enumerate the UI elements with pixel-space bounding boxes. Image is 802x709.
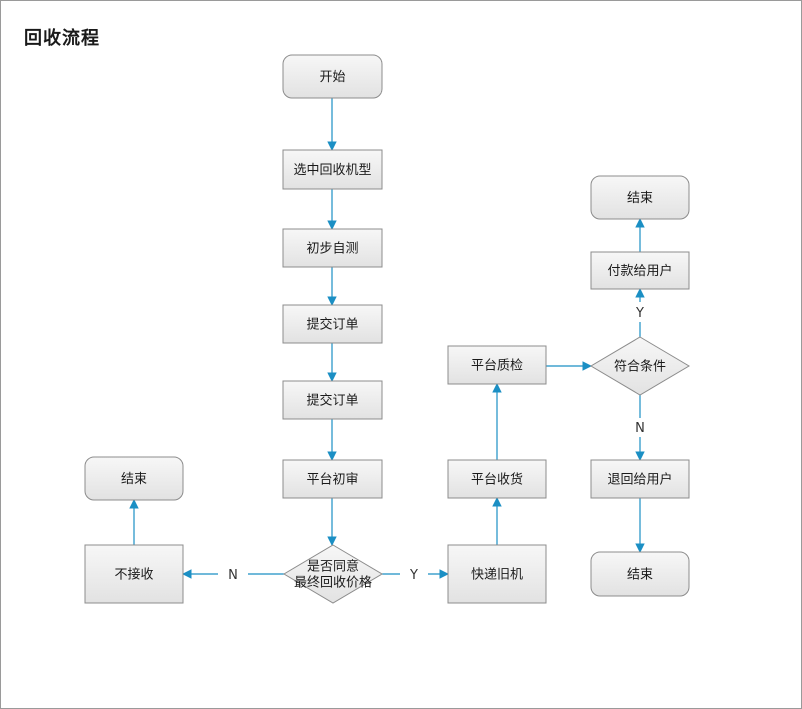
node-select-model: 选中回收机型 bbox=[282, 149, 383, 190]
edges bbox=[129, 98, 645, 579]
node-submit-order-2: 提交订单 bbox=[282, 380, 383, 420]
process-shape bbox=[447, 459, 547, 499]
node-not-accept: 不接收 bbox=[84, 544, 184, 604]
terminal-shape bbox=[590, 551, 690, 597]
node-label: 结束 bbox=[121, 472, 147, 487]
process-shape bbox=[590, 251, 690, 290]
node-label: 结束 bbox=[627, 568, 653, 583]
node-label: 符合条件 bbox=[614, 359, 666, 375]
node-return-user: 退回给用户 bbox=[590, 459, 690, 499]
node-label: 结束 bbox=[627, 191, 653, 206]
process-shape bbox=[282, 380, 383, 420]
node-pay-user: 付款给用户 bbox=[590, 251, 690, 290]
diagram-title: 回收流程 bbox=[24, 28, 100, 49]
edge-labels: N Y Y N bbox=[228, 306, 645, 583]
node-label: 平台质检 bbox=[471, 359, 523, 374]
node-label: 是否同意 bbox=[307, 559, 359, 575]
node-label: 快递旧机 bbox=[471, 568, 523, 583]
node-meets-condition: 符合条件 bbox=[590, 336, 690, 396]
node-label: 开始 bbox=[319, 70, 345, 85]
node-quality-check: 平台质检 bbox=[447, 345, 547, 385]
process-shape bbox=[282, 149, 383, 190]
edge-label-yes-up: Y bbox=[635, 306, 644, 321]
process-shape bbox=[447, 345, 547, 385]
decision-shape bbox=[283, 544, 383, 604]
edge-label-yes-right: Y bbox=[409, 568, 418, 583]
process-shape bbox=[447, 544, 547, 604]
node-label: 平台初审 bbox=[306, 473, 358, 488]
process-shape bbox=[282, 459, 383, 499]
node-label: 选中回收机型 bbox=[293, 163, 371, 178]
node-label: 付款给用户 bbox=[607, 263, 672, 279]
node-label: 最终回收价格 bbox=[294, 575, 372, 591]
node-ship-old: 快递旧机 bbox=[447, 544, 547, 604]
process-shape bbox=[282, 228, 383, 268]
process-shape bbox=[590, 459, 690, 499]
decision-shape bbox=[590, 336, 690, 396]
node-platform-receive: 平台收货 bbox=[447, 459, 547, 499]
node-label: 平台收货 bbox=[471, 472, 523, 488]
terminal-shape bbox=[84, 456, 184, 501]
node-label: 提交订单 bbox=[306, 393, 358, 409]
node-end-top-right: 结束 bbox=[590, 175, 690, 220]
edge-label-no-down: N bbox=[635, 421, 645, 436]
terminal-shape bbox=[590, 175, 690, 220]
node-start: 开始 bbox=[282, 54, 383, 99]
node-initial-review: 平台初审 bbox=[282, 459, 383, 499]
terminal-shape bbox=[282, 54, 383, 99]
nodes: 开始选中回收机型初步自测提交订单提交订单平台初审是否同意最终回收价格不接收结束快… bbox=[84, 54, 690, 604]
node-end-left: 结束 bbox=[84, 456, 184, 501]
process-shape bbox=[84, 544, 184, 604]
node-end-bottom-right: 结束 bbox=[590, 551, 690, 597]
process-shape bbox=[282, 304, 383, 344]
edge-label-no-left: N bbox=[228, 568, 238, 583]
node-label: 不接收 bbox=[114, 567, 153, 583]
node-label: 初步自测 bbox=[306, 242, 358, 257]
node-submit-order-1: 提交订单 bbox=[282, 304, 383, 344]
node-label: 退回给用户 bbox=[607, 472, 672, 488]
node-self-test: 初步自测 bbox=[282, 228, 383, 268]
node-label: 提交订单 bbox=[306, 317, 358, 333]
